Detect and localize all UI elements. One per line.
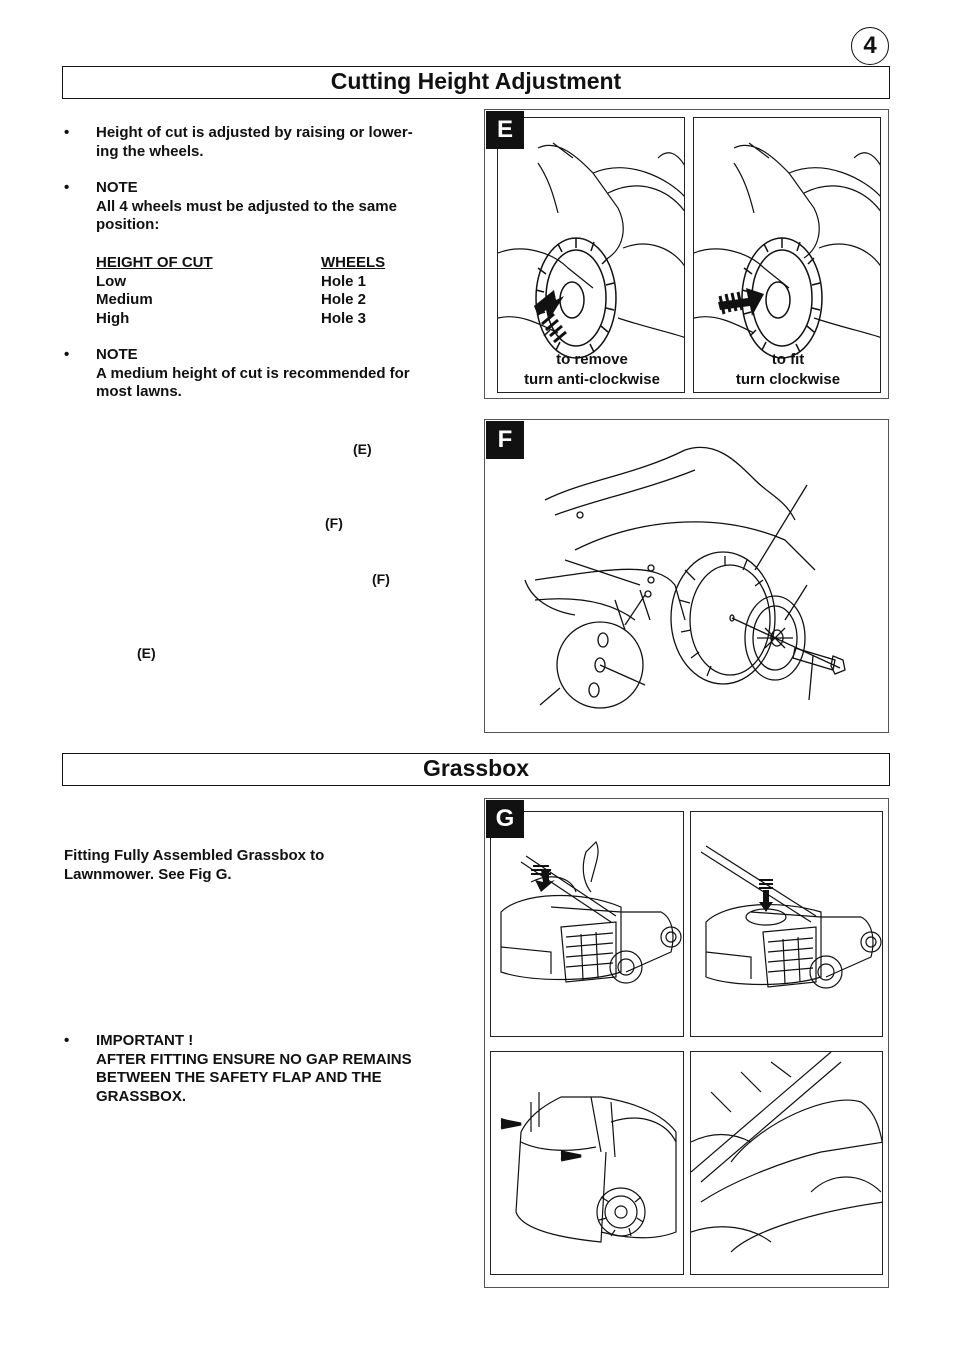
caption-remove: to remove turn anti-clockwise: [524, 351, 660, 388]
ref-f-1: (F): [325, 515, 343, 531]
wheel-fit-illustration: [694, 142, 880, 359]
wheel-remove-illustration: [498, 142, 684, 359]
figure-g-panel-3: [490, 1051, 684, 1275]
grassbox-title: Grassbox: [62, 753, 890, 786]
note-1-label: NOTE: [96, 179, 138, 196]
figure-g-panel-4: [690, 1051, 883, 1275]
ref-f-2: (F): [372, 571, 390, 587]
grassbox-hook-illustration: [700, 845, 882, 989]
figure-g-panel-2: [690, 811, 883, 1037]
figure-f: F: [484, 419, 889, 733]
figure-e-panel-remove: to remove turn anti-clockwise: [497, 117, 685, 393]
ref-e-1: (E): [353, 441, 372, 457]
fitting-text: Fitting Fully Assembled Grassbox to Lawn…: [64, 847, 325, 883]
bullet-2: •: [64, 179, 70, 196]
important-note: IMPORTANT ! AFTER FITTING ENSURE NO GAP …: [96, 1032, 466, 1106]
note-2: NOTE A medium height of cut is recommend…: [96, 346, 466, 402]
table-row: High Hole 3: [96, 309, 367, 327]
bullet-3: •: [64, 346, 70, 363]
safety-flap-illustration: [691, 1052, 882, 1253]
note-1: NOTE All 4 wheels must be adjusted to th…: [96, 179, 466, 235]
figure-e-panel-fit: to fit turn clockwise: [693, 117, 881, 393]
page-number: 4: [851, 27, 889, 65]
figure-g: G: [484, 798, 889, 1288]
table-header-wheels: WHEELS: [321, 254, 386, 271]
figure-g-label: G: [486, 800, 524, 838]
wheel-exploded-illustration: [524, 446, 846, 709]
table-row: Medium Hole 2: [96, 291, 367, 309]
intro-text: Height of cut is adjusted by raising or …: [96, 124, 413, 160]
bullet-4: •: [64, 1032, 70, 1049]
grassbox-lift-illustration: [500, 840, 682, 984]
height-table: HEIGHT OF CUT WHEELS Low Hole 1 Medium H…: [96, 254, 466, 328]
ref-e-2: (E): [137, 645, 156, 661]
figure-g-panel-1: [490, 811, 684, 1037]
important-label: IMPORTANT !: [96, 1032, 194, 1049]
figure-e-label: E: [486, 111, 524, 149]
note-2-label: NOTE: [96, 346, 138, 363]
figure-e: to remove turn anti-clockwise: [484, 109, 889, 399]
cutting-height-title: Cutting Height Adjustment: [62, 66, 890, 99]
table-header-height: HEIGHT OF CUT: [96, 254, 213, 271]
figure-f-label: F: [486, 421, 524, 459]
grassbox-side-illustration: [500, 1092, 677, 1243]
caption-fit: to fit turn clockwise: [735, 351, 841, 388]
table-row: Low Hole 1: [96, 272, 367, 290]
bullet-1: •: [64, 124, 70, 141]
